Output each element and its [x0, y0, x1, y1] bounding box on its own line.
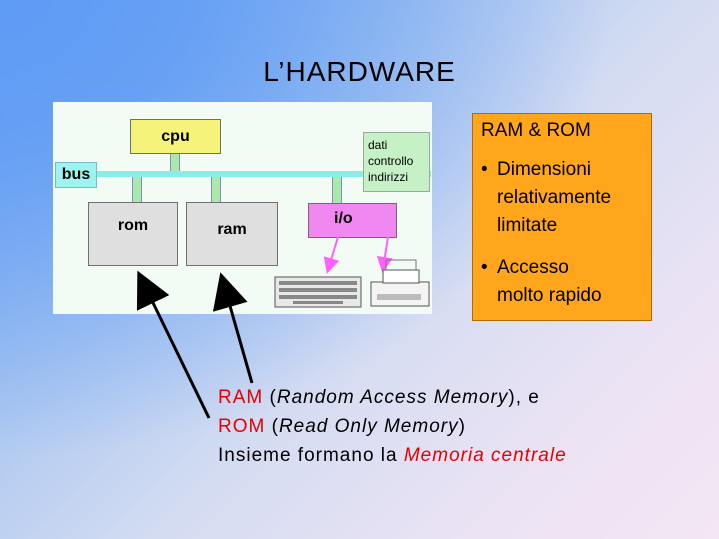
- caption-line-memoria: Insieme formano la Memoria centrale: [218, 441, 567, 470]
- signal-controllo: controllo: [368, 154, 414, 168]
- ram-box: ram: [186, 202, 278, 266]
- ram-rom-info-box: RAM & ROM • Dimensioni relativamente lim…: [472, 113, 652, 321]
- bullet-text: Accesso molto rapido: [497, 257, 602, 306]
- ram-pointer-arrow: [212, 272, 254, 384]
- peripherals-drawing: [274, 236, 430, 308]
- cpu-box: cpu: [130, 119, 221, 154]
- bus-line: [95, 171, 431, 177]
- memory-caption: RAM (Random Access Memory), e ROM (Read …: [218, 383, 567, 470]
- cpu-bus-connector: [170, 152, 180, 171]
- io-box: i/o: [308, 203, 397, 238]
- bullet-dot: •: [481, 257, 488, 278]
- slide-title: L’HARDWARE: [263, 56, 456, 87]
- memoria-centrale-term: Memoria centrale: [403, 445, 567, 466]
- keyboard-icon: [274, 276, 362, 308]
- io-to-printer-arrow: [376, 236, 393, 273]
- rom-paren-open: (: [265, 416, 279, 437]
- rom-pointer-arrow: [136, 270, 211, 419]
- memoria-lead: Insieme formano la: [218, 445, 404, 466]
- bullet-text: Dimensioni relativamente limitate: [497, 159, 612, 236]
- ram-acronym: RAM: [218, 387, 264, 408]
- caption-line-rom: ROM (Read Only Memory): [218, 412, 567, 441]
- hardware-diagram: bus cpu rom ram i/o dati controllo indir…: [53, 102, 432, 314]
- rom-label: rom: [117, 217, 149, 234]
- ram-paren-open: (: [263, 387, 277, 408]
- info-bullet: • Accesso molto rapido: [481, 254, 643, 310]
- rom-paren-close: ): [458, 416, 466, 437]
- io-bus-connector: [332, 177, 342, 203]
- rom-acronym: ROM: [218, 416, 266, 437]
- bus-label: bus: [55, 162, 97, 188]
- bus-signals-box: dati controllo indirizzi: [363, 132, 430, 192]
- printer-icon: [370, 259, 430, 307]
- signal-dati: dati: [368, 138, 388, 152]
- ram-bus-connector: [211, 177, 221, 202]
- ram-expansion: Random Access Memory: [276, 387, 509, 408]
- io-to-keyboard-arrow: [323, 236, 340, 274]
- ram-label: ram: [217, 221, 247, 238]
- signal-indirizzi: indirizzi: [368, 170, 409, 184]
- io-label: i/o: [334, 210, 353, 227]
- rom-box: rom: [88, 202, 178, 266]
- info-box-heading: RAM & ROM: [481, 120, 591, 141]
- caption-line-ram: RAM (Random Access Memory), e: [218, 383, 567, 412]
- ram-paren-close: ), e: [508, 387, 540, 408]
- rom-expansion: Read Only Memory: [278, 416, 459, 437]
- info-bullet: • Dimensioni relativamente limitate: [481, 156, 643, 240]
- rom-bus-connector: [132, 177, 142, 202]
- bullet-dot: •: [481, 159, 488, 180]
